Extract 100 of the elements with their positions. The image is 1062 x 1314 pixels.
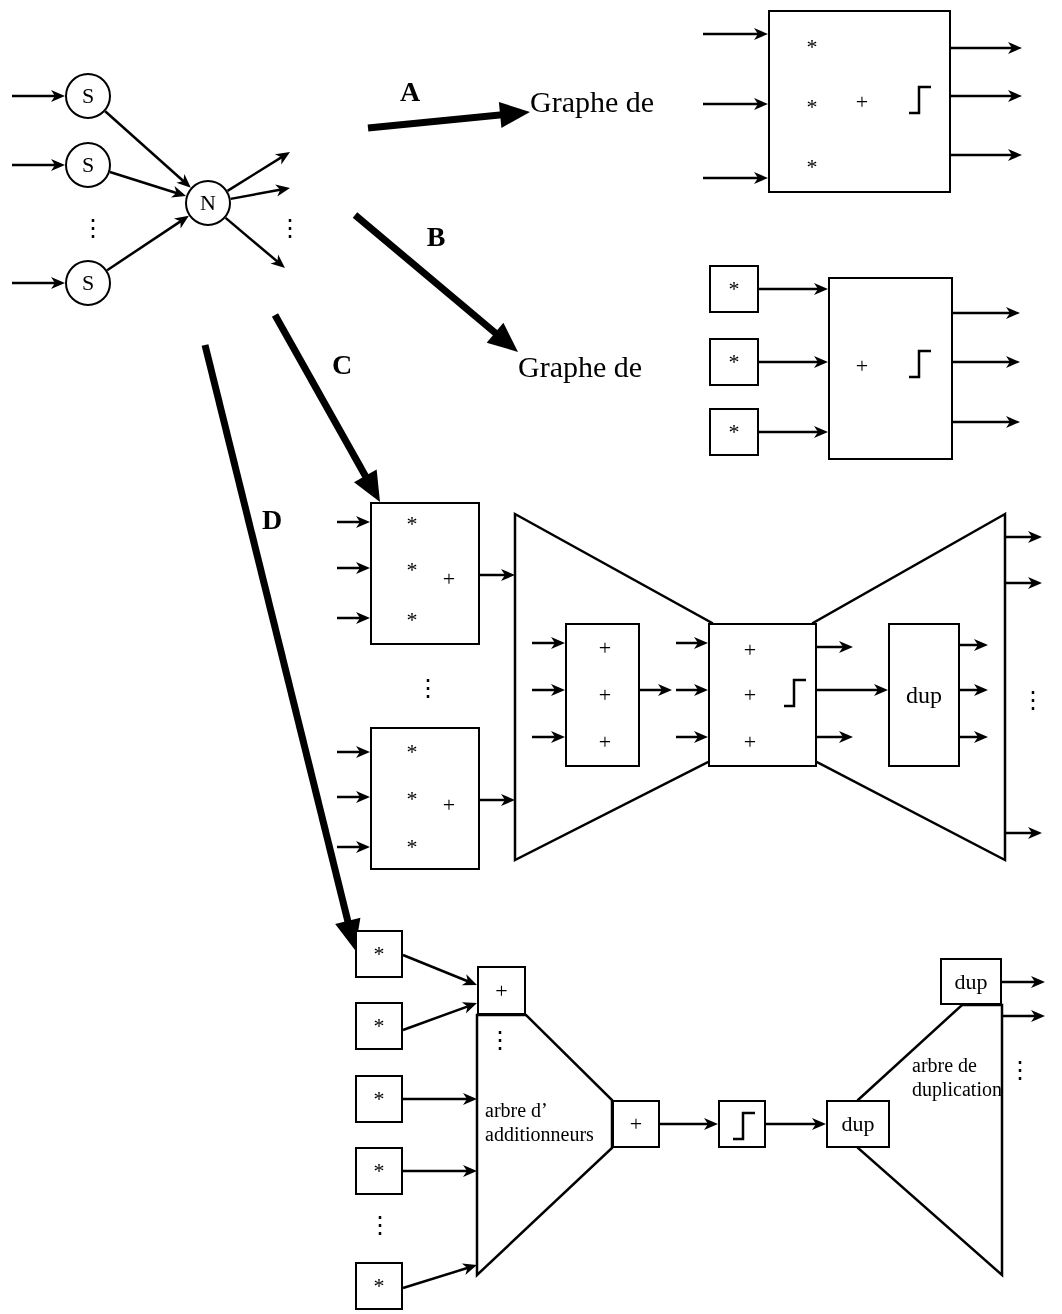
operator-symbol: dup bbox=[954, 970, 988, 993]
operator-box bbox=[612, 1100, 660, 1148]
arrow bbox=[337, 746, 370, 758]
operator-symbol: * bbox=[406, 559, 418, 581]
operator-symbol: + bbox=[743, 684, 757, 706]
operator-symbol: S bbox=[81, 154, 95, 176]
operator-symbol: * bbox=[406, 609, 418, 631]
arrow bbox=[759, 426, 828, 438]
arrow bbox=[660, 1118, 718, 1130]
arrow bbox=[337, 516, 370, 528]
arrow bbox=[960, 684, 988, 696]
operator-symbol: * bbox=[806, 36, 818, 58]
arrow bbox=[676, 731, 708, 743]
operator-box bbox=[355, 1262, 403, 1310]
arrow bbox=[226, 152, 290, 192]
arrow bbox=[676, 637, 708, 649]
arrow bbox=[703, 98, 768, 110]
operator-box bbox=[718, 1100, 766, 1148]
operator-symbol: dup bbox=[906, 683, 942, 707]
operator-symbol: + bbox=[855, 91, 869, 113]
operator-symbol: * bbox=[406, 788, 418, 810]
operator-symbol: * bbox=[806, 96, 818, 118]
operator-box bbox=[355, 930, 403, 978]
arrow bbox=[951, 149, 1022, 161]
arrow bbox=[960, 731, 988, 743]
operator-symbol: * bbox=[373, 943, 385, 965]
arrow bbox=[12, 90, 65, 102]
operator-symbol: * bbox=[728, 278, 740, 300]
arrow bbox=[532, 684, 565, 696]
arrow bbox=[271, 313, 380, 502]
operator-symbol: S bbox=[81, 85, 95, 107]
arrow bbox=[532, 637, 565, 649]
arrow bbox=[352, 212, 518, 352]
operator-symbol: + bbox=[743, 731, 757, 753]
operator-box bbox=[709, 338, 759, 386]
operator-box bbox=[708, 623, 817, 767]
operator-symbol: * bbox=[406, 836, 418, 858]
caption-text: Graphe de bbox=[518, 346, 680, 386]
operator-box bbox=[355, 1075, 403, 1123]
operator-symbol: * bbox=[373, 1275, 385, 1297]
arrow bbox=[402, 1263, 477, 1290]
arrow bbox=[12, 159, 65, 171]
tree-caption: arbre d’ additionneurs bbox=[485, 1098, 595, 1146]
arrow bbox=[106, 215, 189, 272]
vertical-ellipsis: ⋮ bbox=[488, 1028, 512, 1052]
arrow bbox=[951, 42, 1022, 54]
vertical-ellipsis: ⋮ bbox=[81, 216, 105, 240]
operator-symbol: + bbox=[598, 731, 612, 753]
arrow bbox=[951, 90, 1022, 102]
operator-symbol: + bbox=[598, 637, 612, 659]
arrow bbox=[480, 794, 515, 806]
vertical-ellipsis: ⋮ bbox=[1021, 688, 1045, 712]
arrow bbox=[337, 612, 370, 624]
arrow bbox=[104, 110, 191, 188]
arrow bbox=[403, 1093, 477, 1105]
arrow bbox=[1005, 531, 1042, 543]
arrow bbox=[953, 416, 1020, 428]
operator-box bbox=[355, 1147, 403, 1195]
arrow bbox=[640, 684, 672, 696]
operator-box bbox=[888, 623, 960, 767]
arrow bbox=[1005, 577, 1042, 589]
arrow bbox=[676, 684, 708, 696]
operator-symbol: + bbox=[629, 1113, 643, 1135]
arrow bbox=[759, 283, 828, 295]
operator-symbol: + bbox=[442, 568, 456, 590]
vertical-ellipsis: ⋮ bbox=[368, 1213, 392, 1237]
operator-symbol: S bbox=[81, 272, 95, 294]
operator-box bbox=[370, 727, 480, 870]
arrow bbox=[759, 356, 828, 368]
operator-box bbox=[355, 1002, 403, 1050]
operator-box bbox=[826, 1100, 890, 1148]
arrow bbox=[337, 841, 370, 853]
operator-symbol: N bbox=[200, 192, 216, 214]
arrow bbox=[12, 277, 65, 289]
caption-text: Graphe de bbox=[530, 82, 692, 120]
arrow bbox=[402, 1002, 477, 1032]
operator-symbol: * bbox=[406, 741, 418, 763]
arrow bbox=[402, 953, 477, 986]
operator-symbol: * bbox=[806, 156, 818, 178]
vertical-ellipsis: ⋮ bbox=[278, 216, 302, 240]
arrow bbox=[703, 172, 768, 184]
arrow bbox=[953, 356, 1020, 368]
operator-box bbox=[709, 408, 759, 456]
arrow bbox=[224, 216, 285, 268]
arrow bbox=[367, 102, 530, 132]
arrow bbox=[960, 639, 988, 651]
arrow bbox=[480, 569, 515, 581]
operator-symbol: + bbox=[495, 979, 508, 1002]
operator-symbol: + bbox=[442, 794, 456, 816]
operator-symbol: + bbox=[598, 684, 612, 706]
arrow bbox=[817, 641, 853, 653]
arrow bbox=[532, 731, 565, 743]
operator-box bbox=[768, 10, 951, 193]
operator-box bbox=[477, 966, 526, 1015]
vertical-ellipsis: ⋮ bbox=[416, 676, 440, 700]
operator-symbol: * bbox=[728, 351, 740, 373]
arrow bbox=[1005, 827, 1042, 839]
arrow bbox=[403, 1165, 477, 1177]
arrow bbox=[953, 307, 1020, 319]
arrow bbox=[337, 791, 370, 803]
